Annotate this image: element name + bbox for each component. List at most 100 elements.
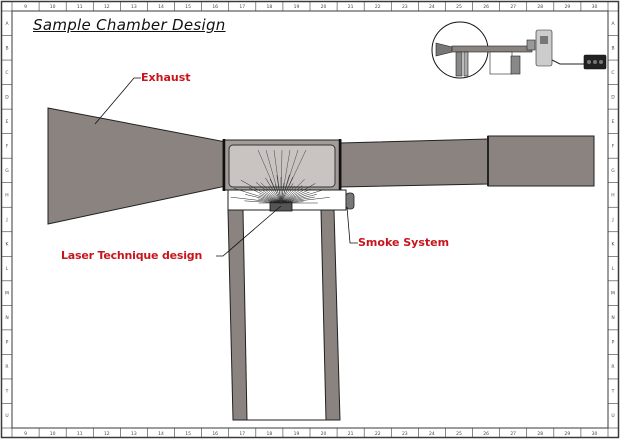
smoke-system-label: Smoke System	[358, 236, 450, 249]
top-tick-label: 10	[50, 4, 56, 10]
top-tick-label: 18	[266, 4, 272, 10]
left-tick-label: N	[5, 315, 8, 321]
outlet-pipe-end	[487, 135, 595, 187]
top-tick-label: 16	[212, 4, 218, 10]
top-tick-label: 12	[104, 4, 110, 10]
right-tick-label: C	[611, 70, 614, 76]
bottom-tick-label: 9	[24, 431, 27, 437]
top-tick-label: 22	[375, 4, 381, 10]
bottom-tick-label: 21	[348, 431, 354, 437]
left-tick-label: H	[5, 192, 8, 198]
right-tick-label: E	[612, 119, 615, 125]
top-tick-label: 27	[510, 4, 516, 10]
right-tick-label: L	[612, 266, 615, 272]
drawing-title: Sample Chamber Design	[33, 16, 226, 34]
right-tick-label: B	[611, 45, 614, 51]
exhaust-cone	[47, 107, 227, 225]
bottom-tick-label: 26	[483, 431, 489, 437]
right-tick-label: J	[611, 217, 613, 223]
left-tick-label: K	[6, 242, 10, 248]
left-tick-label: U	[5, 413, 8, 419]
left-tick-label: T	[5, 389, 9, 395]
bottom-tick-label: 15	[185, 431, 191, 437]
left-tick-label: G	[5, 168, 9, 174]
bottom-tick-label: 29	[564, 431, 570, 437]
outlet-pipe	[339, 138, 489, 188]
top-tick-label: 28	[537, 4, 543, 10]
setup-thumbnail	[431, 21, 607, 79]
left-tick-label: M	[5, 291, 9, 297]
left-tick-label: B	[5, 45, 8, 51]
exhaust-label: Exhaust	[141, 71, 191, 84]
laser-fan	[230, 149, 330, 204]
left-tick-label: R	[5, 364, 8, 370]
bottom-tick-label: 16	[212, 431, 218, 437]
top-tick-label: 21	[348, 4, 354, 10]
bottom-tick-label: 17	[239, 431, 245, 437]
top-tick-label: 25	[456, 4, 462, 10]
top-tick-label: 19	[294, 4, 300, 10]
left-tick-label: J	[5, 217, 7, 223]
support-leg-left	[227, 209, 248, 421]
top-tick-label: 14	[158, 4, 164, 10]
bottom-tick-label: 30	[592, 431, 598, 437]
top-tick-label: 17	[239, 4, 245, 10]
top-tick-label: 15	[185, 4, 191, 10]
left-tick-label: A	[5, 21, 9, 27]
right-tick-label: F	[612, 143, 615, 149]
bottom-tick-label: 27	[510, 431, 516, 437]
left-tick-label: E	[6, 119, 9, 125]
bottom-tick-label: 13	[131, 431, 137, 437]
support-leg-right	[320, 209, 341, 421]
right-tick-label: R	[611, 364, 614, 370]
right-tick-label: P	[612, 340, 615, 346]
laser-leader	[216, 205, 282, 257]
bottom-tick-label: 19	[294, 431, 300, 437]
bottom-tick-label: 24	[429, 431, 435, 437]
top-tick-label: 20	[321, 4, 327, 10]
right-tick-label: A	[611, 21, 615, 27]
bottom-tick-label: 12	[104, 431, 110, 437]
bottom-tick-label: 20	[321, 431, 327, 437]
right-tick-label: K	[612, 242, 616, 248]
left-tick-label: C	[5, 70, 8, 76]
left-tick-label: P	[6, 340, 9, 346]
bottom-tick-label: 23	[402, 431, 408, 437]
right-tick-label: U	[611, 413, 614, 419]
laser-technique-label: Laser Technique design	[61, 249, 203, 262]
smoke-nozzle	[345, 192, 355, 210]
left-tick-label: D	[5, 94, 9, 100]
right-tick-label: H	[611, 192, 614, 198]
right-tick-label: N	[611, 315, 614, 321]
right-tick-label: G	[611, 168, 615, 174]
top-tick-label: 11	[77, 4, 83, 10]
top-tick-label: 9	[24, 4, 27, 10]
border-tick-labels: 9 9 10 10 11 11 12 12 13 13 14 14 15 15 16 16 17 17 18 18 19…	[5, 4, 616, 437]
right-tick-label: D	[611, 94, 615, 100]
smoke-machine-thumbnail	[535, 29, 553, 67]
bottom-tick-label: 10	[50, 431, 56, 437]
bottom-tick-label: 28	[537, 431, 543, 437]
top-tick-label: 29	[564, 4, 570, 10]
top-tick-label: 30	[592, 4, 598, 10]
chamber-window	[228, 144, 336, 188]
top-tick-label: 13	[131, 4, 137, 10]
left-tick-label: L	[6, 266, 9, 272]
right-tick-label: T	[611, 389, 615, 395]
exhaust-leader	[94, 77, 141, 125]
top-tick-label: 26	[483, 4, 489, 10]
bottom-tick-label: 14	[158, 431, 164, 437]
top-tick-label: 23	[402, 4, 408, 10]
bottom-tick-label: 11	[77, 431, 83, 437]
top-tick-label: 24	[429, 4, 435, 10]
bottom-tick-label: 18	[266, 431, 272, 437]
bottom-tick-label: 25	[456, 431, 462, 437]
left-tick-label: F	[6, 143, 9, 149]
right-tick-label: M	[611, 291, 615, 297]
bottom-tick-label: 22	[375, 431, 381, 437]
smoke-leader	[346, 206, 358, 244]
